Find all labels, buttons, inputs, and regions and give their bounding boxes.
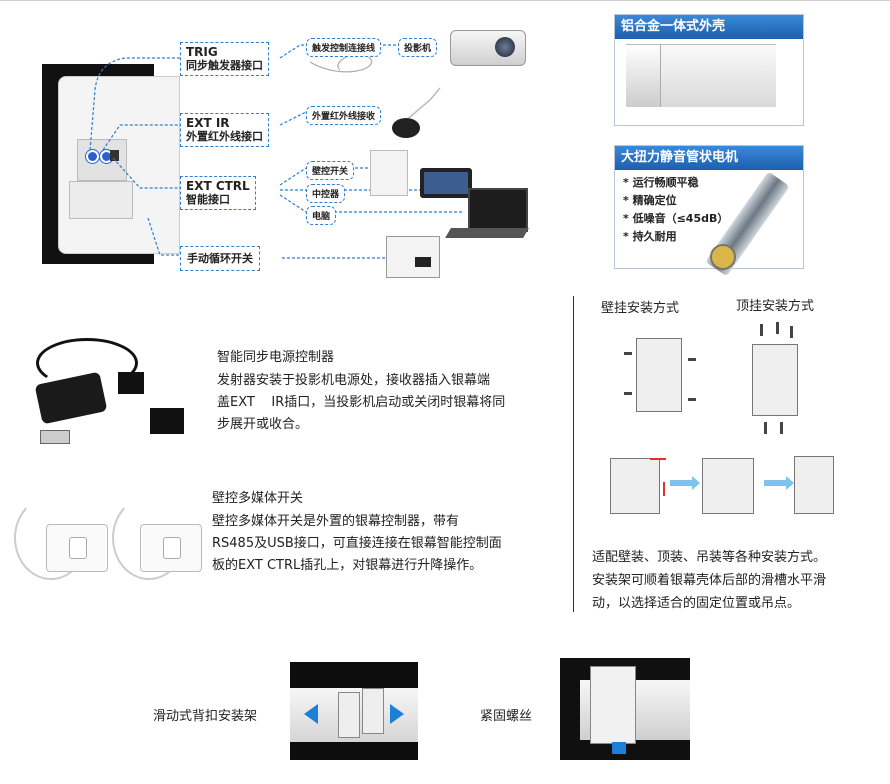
trig-label: TRIG 同步触发器接口 bbox=[180, 42, 269, 76]
power-controller-title: 智能同步电源控制器 bbox=[217, 350, 335, 365]
slide-bracket-image bbox=[290, 662, 418, 760]
shell-feature-title: 铝合金一体式外壳 bbox=[615, 15, 803, 39]
switch-window bbox=[415, 257, 431, 267]
motor-feature-item: * 低噪音（≤45dB） bbox=[623, 212, 729, 225]
wall-switch-image bbox=[370, 150, 408, 196]
motor-feature-item: * 持久耐用 bbox=[623, 230, 677, 243]
ir-receiver-pill: 外置红外线接收 bbox=[306, 106, 382, 125]
wall-switch-pill: 壁控开关 bbox=[306, 161, 355, 180]
laptop-base-image bbox=[445, 228, 529, 238]
manual-switch-label-cn: 手动循环开关 bbox=[187, 252, 253, 265]
wall-switch-unit-image bbox=[46, 524, 108, 572]
ceiling-mount-bracket-image bbox=[752, 344, 798, 416]
receiver-image bbox=[150, 408, 184, 434]
screw-highlight-icon bbox=[612, 742, 626, 754]
switch-wire-image bbox=[112, 496, 186, 580]
power-desc-line: 发射器安装于投影机电源处，接收器插入银幕端 bbox=[217, 373, 491, 388]
aluminum-shell-image bbox=[626, 44, 776, 107]
ext-ctrl-label-en: EXT CTRL bbox=[186, 179, 250, 193]
manual-switch-label: 手动循环开关 bbox=[180, 246, 260, 271]
light-blue-arrow-icon bbox=[670, 476, 700, 490]
motor-end-gear bbox=[710, 244, 736, 270]
slide-step-2-image bbox=[702, 458, 754, 514]
ext-ir-label-cn: 外置红外线接口 bbox=[186, 130, 263, 143]
screw-icon bbox=[780, 422, 783, 434]
wall-switch-description: 壁控多媒体开关是外置的银幕控制器，带有 RS485及USB接口，可直接连接在银幕… bbox=[212, 511, 562, 577]
screw-icon bbox=[764, 422, 767, 434]
screw-icon bbox=[624, 352, 632, 355]
install-desc-line: 适配壁装、顶装、吊装等各种安装方式。 bbox=[592, 550, 827, 565]
projector-image bbox=[450, 30, 526, 66]
screw-icon bbox=[760, 324, 763, 336]
wall-desc-line: 壁控多媒体开关是外置的银幕控制器，带有 bbox=[212, 514, 460, 529]
motor-feature-item: * 运行畅顺平稳 bbox=[623, 176, 699, 189]
transmitter-image bbox=[40, 430, 70, 444]
fastening-screw-label: 紧固螺丝 bbox=[480, 709, 533, 724]
wall-switch-title: 壁控多媒体开关 bbox=[212, 491, 304, 506]
fastening-screw-image bbox=[560, 658, 690, 760]
computer-pill: 电脑 bbox=[306, 206, 337, 225]
wall-desc-line: RS485及USB接口，可直接连接在银幕智能控制面 bbox=[212, 536, 502, 551]
power-adapter-image bbox=[34, 371, 108, 425]
central-control-tablet-image bbox=[420, 168, 472, 198]
trigger-cable-pill: 触发控制连接线 bbox=[306, 38, 382, 57]
shell-end-cap bbox=[626, 45, 661, 107]
motor-feature-list: * 运行畅顺平稳 * 精确定位 * 低噪音（≤45dB） * 持久耐用 bbox=[615, 170, 803, 246]
trig-port bbox=[86, 150, 99, 163]
screw-icon bbox=[688, 358, 696, 361]
wall-mount-bracket-image bbox=[636, 338, 682, 412]
manual-switch-image bbox=[386, 236, 440, 278]
power-cable-image bbox=[36, 338, 138, 388]
arrow-left-icon bbox=[304, 704, 318, 724]
screw-icon bbox=[776, 322, 779, 334]
switch-wire-image bbox=[14, 496, 88, 580]
install-divider bbox=[573, 296, 574, 612]
slide-bracket-label: 滑动式背扣安装架 bbox=[153, 709, 258, 724]
wall-desc-line: 板的EXT CTRL插孔上，对银幕进行升降操作。 bbox=[212, 558, 483, 573]
back-clip bbox=[362, 688, 384, 734]
laptop-screen-image bbox=[468, 188, 528, 232]
back-clip bbox=[338, 692, 360, 738]
slide-step-1-image bbox=[610, 458, 660, 514]
wall-switch-unit-image bbox=[140, 524, 202, 572]
central-control-pill: 中控器 bbox=[306, 184, 346, 203]
switch-button bbox=[69, 537, 87, 559]
slide-step-3-image bbox=[794, 456, 834, 514]
install-desc-line: 动，以选择适合的固定位置或吊点。 bbox=[592, 596, 801, 611]
power-plug-image bbox=[118, 372, 144, 394]
ir-receiver-image bbox=[392, 118, 420, 138]
ext-ir-label-en: EXT IR bbox=[186, 116, 230, 130]
trig-label-en: TRIG bbox=[186, 45, 218, 59]
power-desc-line: 盖EXT IR插口，当投影机启动或关闭时银幕将同 bbox=[217, 395, 506, 410]
light-blue-arrow-icon bbox=[764, 476, 794, 490]
ext-ctrl-port bbox=[110, 150, 119, 161]
power-desc-line: 步展开或收合。 bbox=[217, 417, 309, 432]
power-controller-description: 发射器安装于投影机电源处，接收器插入银幕端 盖EXT IR插口，当投影机启动或关… bbox=[217, 370, 557, 436]
ext-ctrl-label-cn: 智能接口 bbox=[186, 193, 230, 206]
screw-icon bbox=[624, 392, 632, 395]
screw-icon bbox=[790, 326, 793, 338]
panel-door bbox=[69, 181, 133, 219]
connector-lines bbox=[89, 44, 462, 259]
screw-icon bbox=[688, 398, 696, 401]
motor-feature-item: * 精确定位 bbox=[623, 194, 677, 207]
install-description: 适配壁装、顶装、吊装等各种安装方式。 安装架可顺着银幕壳体后部的滑槽水平滑 动，… bbox=[592, 546, 884, 615]
ceiling-mount-title: 顶挂安装方式 bbox=[736, 299, 815, 314]
ext-ctrl-label: EXT CTRL 智能接口 bbox=[180, 176, 256, 210]
red-arrow-icon bbox=[663, 482, 665, 496]
switch-button bbox=[163, 537, 181, 559]
mount-plate bbox=[590, 666, 636, 744]
projector-pill: 投影机 bbox=[398, 38, 438, 57]
ext-ir-label: EXT IR 外置红外线接口 bbox=[180, 113, 269, 147]
arrow-right-icon bbox=[390, 704, 404, 724]
motor-feature-title: 大扭力静音管状电机 bbox=[615, 146, 803, 170]
wall-mount-title: 壁挂安装方式 bbox=[601, 301, 680, 316]
trig-label-cn: 同步触发器接口 bbox=[186, 59, 263, 72]
red-arrow-icon bbox=[650, 458, 666, 460]
install-desc-line: 安装架可顺着银幕壳体后部的滑槽水平滑 bbox=[592, 573, 827, 588]
top-divider bbox=[0, 0, 890, 1]
motor-feature-box: 大扭力静音管状电机 * 运行畅顺平稳 * 精确定位 * 低噪音（≤45dB） *… bbox=[614, 145, 804, 269]
